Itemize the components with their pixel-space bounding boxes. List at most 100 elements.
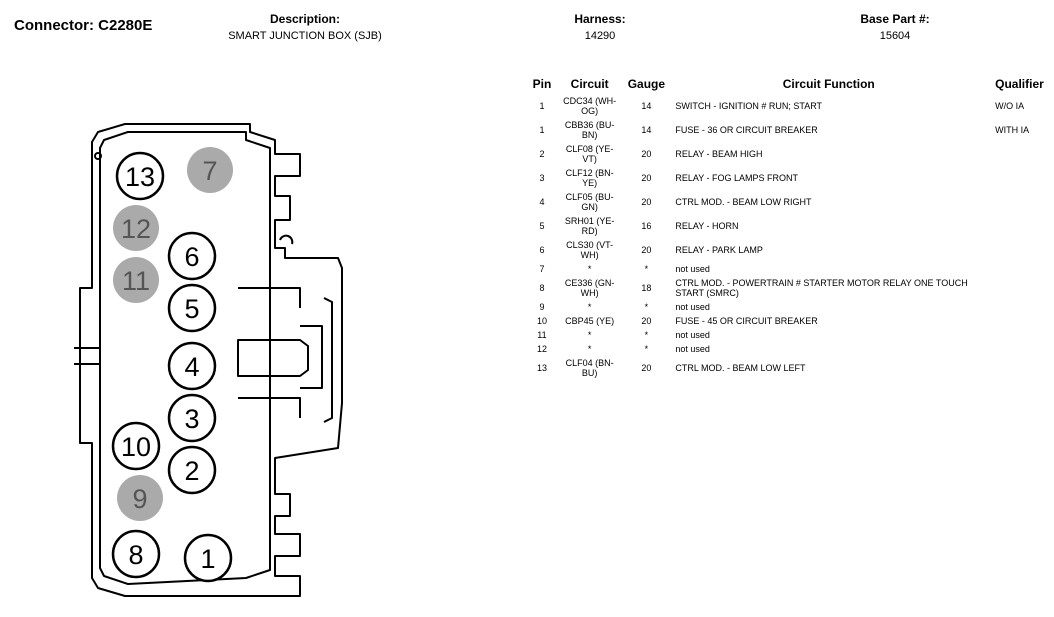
table-row: 12 * * not used xyxy=(528,342,1054,356)
description-block: Description: SMART JUNCTION BOX (SJB) xyxy=(205,12,405,42)
qualifier-cell xyxy=(985,190,1054,214)
circuit-cell: CLF08 (YE-VT) xyxy=(565,144,614,164)
pin-10: 10 xyxy=(111,421,161,471)
function-cell: RELAY - BEAM HIGH xyxy=(675,149,763,159)
col-header-gauge: Gauge xyxy=(627,77,666,91)
pin-cell: 5 xyxy=(539,221,545,231)
pin-circle xyxy=(111,529,161,579)
qualifier-cell xyxy=(985,328,1054,342)
connector-title: Connector: C2280E xyxy=(14,17,153,34)
base-part-value: 15604 xyxy=(879,30,911,42)
pin-circle xyxy=(187,147,233,193)
pin-label: 10 xyxy=(121,432,151,462)
gauge-cell: 18 xyxy=(641,283,652,293)
circuit-cell: CLF05 (BU-GN) xyxy=(565,192,614,212)
pin-label: 8 xyxy=(128,540,143,570)
qualifier-cell xyxy=(985,276,1054,300)
function-cell: FUSE - 36 OR CIRCUIT BREAKER xyxy=(675,125,818,135)
header-row: Pin Circuit Gauge Circuit Function Quali… xyxy=(528,77,1054,94)
connector-face-diagram: 13 7 126 11 5 4 3 10 2 9 8 1 xyxy=(74,123,343,597)
function-cell: SWITCH - IGNITION # RUN; START xyxy=(675,101,823,111)
pin-circle xyxy=(183,533,233,583)
description-value: SMART JUNCTION BOX (SJB) xyxy=(228,30,382,42)
pin-label: 4 xyxy=(184,352,199,382)
function-cell: not used xyxy=(675,264,710,274)
pin-label: 7 xyxy=(202,156,217,186)
harness-block: Harness: 14290 xyxy=(550,12,650,42)
pin-circle xyxy=(113,257,159,303)
circuit-cell: CBB36 (BU-BN) xyxy=(564,120,615,140)
pin-9: 9 xyxy=(117,475,163,521)
pin-8: 8 xyxy=(111,529,161,579)
pin-label: 5 xyxy=(184,294,199,324)
circuit-cell: CBP45 (YE) xyxy=(565,316,615,326)
qualifier-cell xyxy=(985,238,1054,262)
pin-circle xyxy=(167,393,217,443)
gauge-cell: * xyxy=(644,344,649,354)
qualifier-cell xyxy=(985,166,1054,190)
pin-1: 1 xyxy=(183,533,233,583)
qualifier-cell xyxy=(985,342,1054,356)
pin-cell: 6 xyxy=(539,245,545,255)
pin-cell: 12 xyxy=(536,344,547,354)
pin-cell: 11 xyxy=(537,330,547,340)
pin-2: 2 xyxy=(167,445,217,495)
pin-label: 2 xyxy=(184,456,199,486)
function-cell: CTRL MOD. - BEAM LOW LEFT xyxy=(675,363,806,373)
col-header-pin: Pin xyxy=(532,77,552,91)
harness-label: Harness: xyxy=(574,12,626,26)
qualifier-cell xyxy=(985,356,1054,380)
gauge-cell: 16 xyxy=(641,221,652,231)
table-row: 11**not used xyxy=(528,328,1054,342)
gauge-cell: 20 xyxy=(641,245,652,255)
pin-13: 13 xyxy=(115,151,165,201)
pin-circle xyxy=(115,151,165,201)
harness-value: 14290 xyxy=(584,30,616,42)
table-row: 7**not used xyxy=(528,262,1054,276)
circuit-cell: * xyxy=(587,344,592,354)
function-cell: CTRL MOD. - POWERTRAIN # STARTER MOTOR R… xyxy=(675,278,968,298)
base-part-block: Base Part #: 15604 xyxy=(845,12,945,42)
function-cell: not used xyxy=(675,344,710,354)
pin-12: 12 xyxy=(113,205,159,251)
pin-3: 3 xyxy=(167,393,217,443)
pin-circle xyxy=(167,283,217,333)
pin-circle xyxy=(167,231,217,281)
gauge-cell: 20 xyxy=(641,173,652,183)
function-cell: FUSE - 45 OR CIRCUIT BREAKER xyxy=(675,316,818,326)
base-part-label: Base Part #: xyxy=(860,12,930,26)
gauge-cell: 14 xyxy=(641,101,652,111)
pin-cell: 13 xyxy=(536,363,547,373)
col-header-circuit: Circuit xyxy=(570,77,609,91)
pin-circle xyxy=(167,445,217,495)
pin-circle xyxy=(117,475,163,521)
pin-cell: 9 xyxy=(539,302,545,312)
qualifier-cell xyxy=(985,314,1054,328)
pin-circle xyxy=(167,341,217,391)
pin-circle xyxy=(113,205,159,251)
gauge-cell: * xyxy=(644,264,649,274)
function-cell: CTRL MOD. - BEAM LOW RIGHT xyxy=(675,197,812,207)
gauge-cell: * xyxy=(644,302,649,312)
circuit-cell: CE336 (GN-WH) xyxy=(564,278,615,298)
pin-cell: 8 xyxy=(539,283,545,293)
gauge-cell: * xyxy=(644,330,649,340)
pin-label: 13 xyxy=(125,162,155,192)
qualifier-cell xyxy=(985,262,1054,276)
qualifier-cell xyxy=(985,214,1054,238)
pin-5: 5 xyxy=(167,283,217,333)
pin-label: 9 xyxy=(132,484,147,514)
pin-cell: 3 xyxy=(539,173,545,183)
pin-label: 11 xyxy=(122,266,150,296)
pin-6: 6 xyxy=(167,231,217,281)
col-header-qualifier: Qualifier xyxy=(995,77,1044,91)
